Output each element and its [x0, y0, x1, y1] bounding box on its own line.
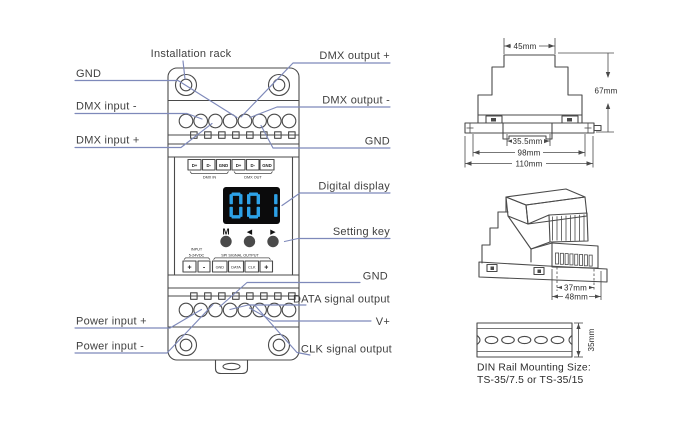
label-v-plus: V+ [376, 316, 390, 328]
leader-dmx-output-minus [249, 106, 391, 119]
dim-total-width-side: 48mm [565, 293, 588, 302]
din-clip-channel [502, 122, 553, 140]
terminal-label-gnd-out: GND [262, 163, 272, 168]
leader-installation-rack [182, 60, 186, 80]
perspective-view: 37mm 48mm [478, 188, 608, 302]
din-rail-caption-line1: DIN Rail Mounting Size: [477, 363, 591, 374]
label-data-signal-output: DATA signal output [293, 294, 390, 306]
menu-key-label: M [222, 227, 229, 237]
din-rail [476, 322, 573, 358]
left-arrow-icon: ◀ [247, 229, 253, 236]
label-power-input-minus: Power input - [76, 341, 144, 353]
din-release-tab [214, 359, 249, 375]
power-spi-terminal-strip: INPUT 5-24VDC SPI SIGNAL OUTPUT + - GND … [182, 248, 274, 273]
leader-v-plus [248, 307, 372, 322]
label-clk-signal-output: CLK signal output [301, 344, 392, 356]
flange-screws [466, 123, 592, 133]
callout-leader-lines [74, 60, 391, 356]
seven-segment-digits [229, 192, 278, 219]
dmx-terminal-screws [178, 113, 297, 129]
power-minus-terminal-label: - [203, 264, 206, 271]
terminal-slots [555, 252, 593, 267]
dim-total-width: 110mm [515, 160, 542, 169]
input-label-line2: 5-24VDC [189, 253, 205, 257]
clk-terminal-label: CLK [248, 266, 256, 270]
front-profile [477, 54, 583, 116]
terminal-label-gnd-in: GND [219, 163, 229, 168]
callout-labels: Installation rack GND DMX input - DMX in… [76, 48, 392, 356]
label-gnd-top-left: GND [76, 68, 101, 80]
output-wire-clamps [167, 292, 300, 300]
label-dmx-output-minus: DMX output - [322, 95, 390, 107]
label-digital-display: Digital display [318, 181, 390, 193]
leader-gnd-bottom-right [219, 281, 361, 308]
leader-power-input-plus [74, 308, 203, 329]
leader-power-input-minus [74, 303, 214, 354]
label-dmx-output-plus: DMX output + [319, 50, 390, 62]
leader-dmx-input-minus [74, 112, 203, 120]
dim-clip-width: 35.5mm [512, 137, 542, 146]
display-bezel [223, 187, 280, 224]
label-setting-key: Setting key [333, 226, 390, 238]
leader-data-signal [229, 304, 307, 311]
dim-height: 67mm [594, 87, 617, 96]
label-dmx-input-minus: DMX input - [76, 101, 137, 113]
dmx-terminal-strip: D+ D- GND D+ D- GND DMX IN DMX OUT [187, 158, 275, 180]
leader-digital-display [281, 192, 391, 207]
device-section-lines [167, 99, 300, 328]
mounting-screw-holes [174, 73, 291, 357]
dim-body-width: 37mm [564, 283, 587, 292]
label-power-input-plus: Power input + [76, 316, 147, 328]
leader-gnd-top-left [74, 79, 238, 119]
leader-gnd-top-right [260, 124, 391, 149]
left-button [243, 235, 256, 248]
front-dimension-view: 45mm 67mm 35.5mm 98mm 110mm [464, 38, 617, 169]
leader-clk-signal [254, 304, 311, 356]
terminal-label-d-plus-out: D+ [236, 163, 242, 168]
data-terminal-label: DATA [231, 266, 241, 270]
vent-ribs [552, 214, 585, 241]
vplus-terminal-label: + [264, 264, 268, 271]
din-rail-slots [476, 334, 573, 346]
terminal-label-d-plus-in: D+ [192, 163, 198, 168]
leader-dmx-output-plus [240, 62, 391, 118]
label-gnd-top-right: GND [365, 136, 390, 148]
digital-display [223, 187, 280, 224]
dim-rail-height: 35mm [587, 328, 596, 351]
setting-keys: M ◀ ▶ [220, 227, 279, 248]
label-gnd-bottom-right: GND [363, 271, 388, 283]
leader-setting-key [283, 237, 391, 243]
terminal-label-d-minus-in: D- [207, 163, 212, 168]
front-flange [464, 122, 595, 134]
dim-top-width: 45mm [513, 42, 536, 51]
menu-button [220, 235, 232, 248]
leader-dmx-input-plus [74, 122, 213, 149]
label-dmx-input-plus: DMX input + [76, 135, 140, 147]
gnd-terminal-label: GND [216, 266, 225, 270]
input-label-line1: INPUT [191, 248, 203, 252]
right-button [267, 235, 279, 248]
terminal-label-d-minus-out: D- [251, 163, 256, 168]
din-rail-view: 35mm DIN Rail Mounting Size: TS-35/7.5 o… [476, 322, 596, 386]
din-rail-caption-line2: TS-35/7.5 or TS-35/15 [477, 375, 584, 386]
dmx-out-label: DMX OUT [244, 176, 262, 180]
dim-screw-span: 98mm [517, 149, 540, 158]
dmx-in-label: DMX IN [203, 176, 217, 180]
label-installation-rack: Installation rack [151, 48, 232, 60]
power-plus-terminal-label: + [187, 264, 191, 271]
spi-output-label: SPI SIGNAL OUTPUT [221, 253, 259, 257]
right-arrow-icon: ▶ [270, 229, 276, 236]
